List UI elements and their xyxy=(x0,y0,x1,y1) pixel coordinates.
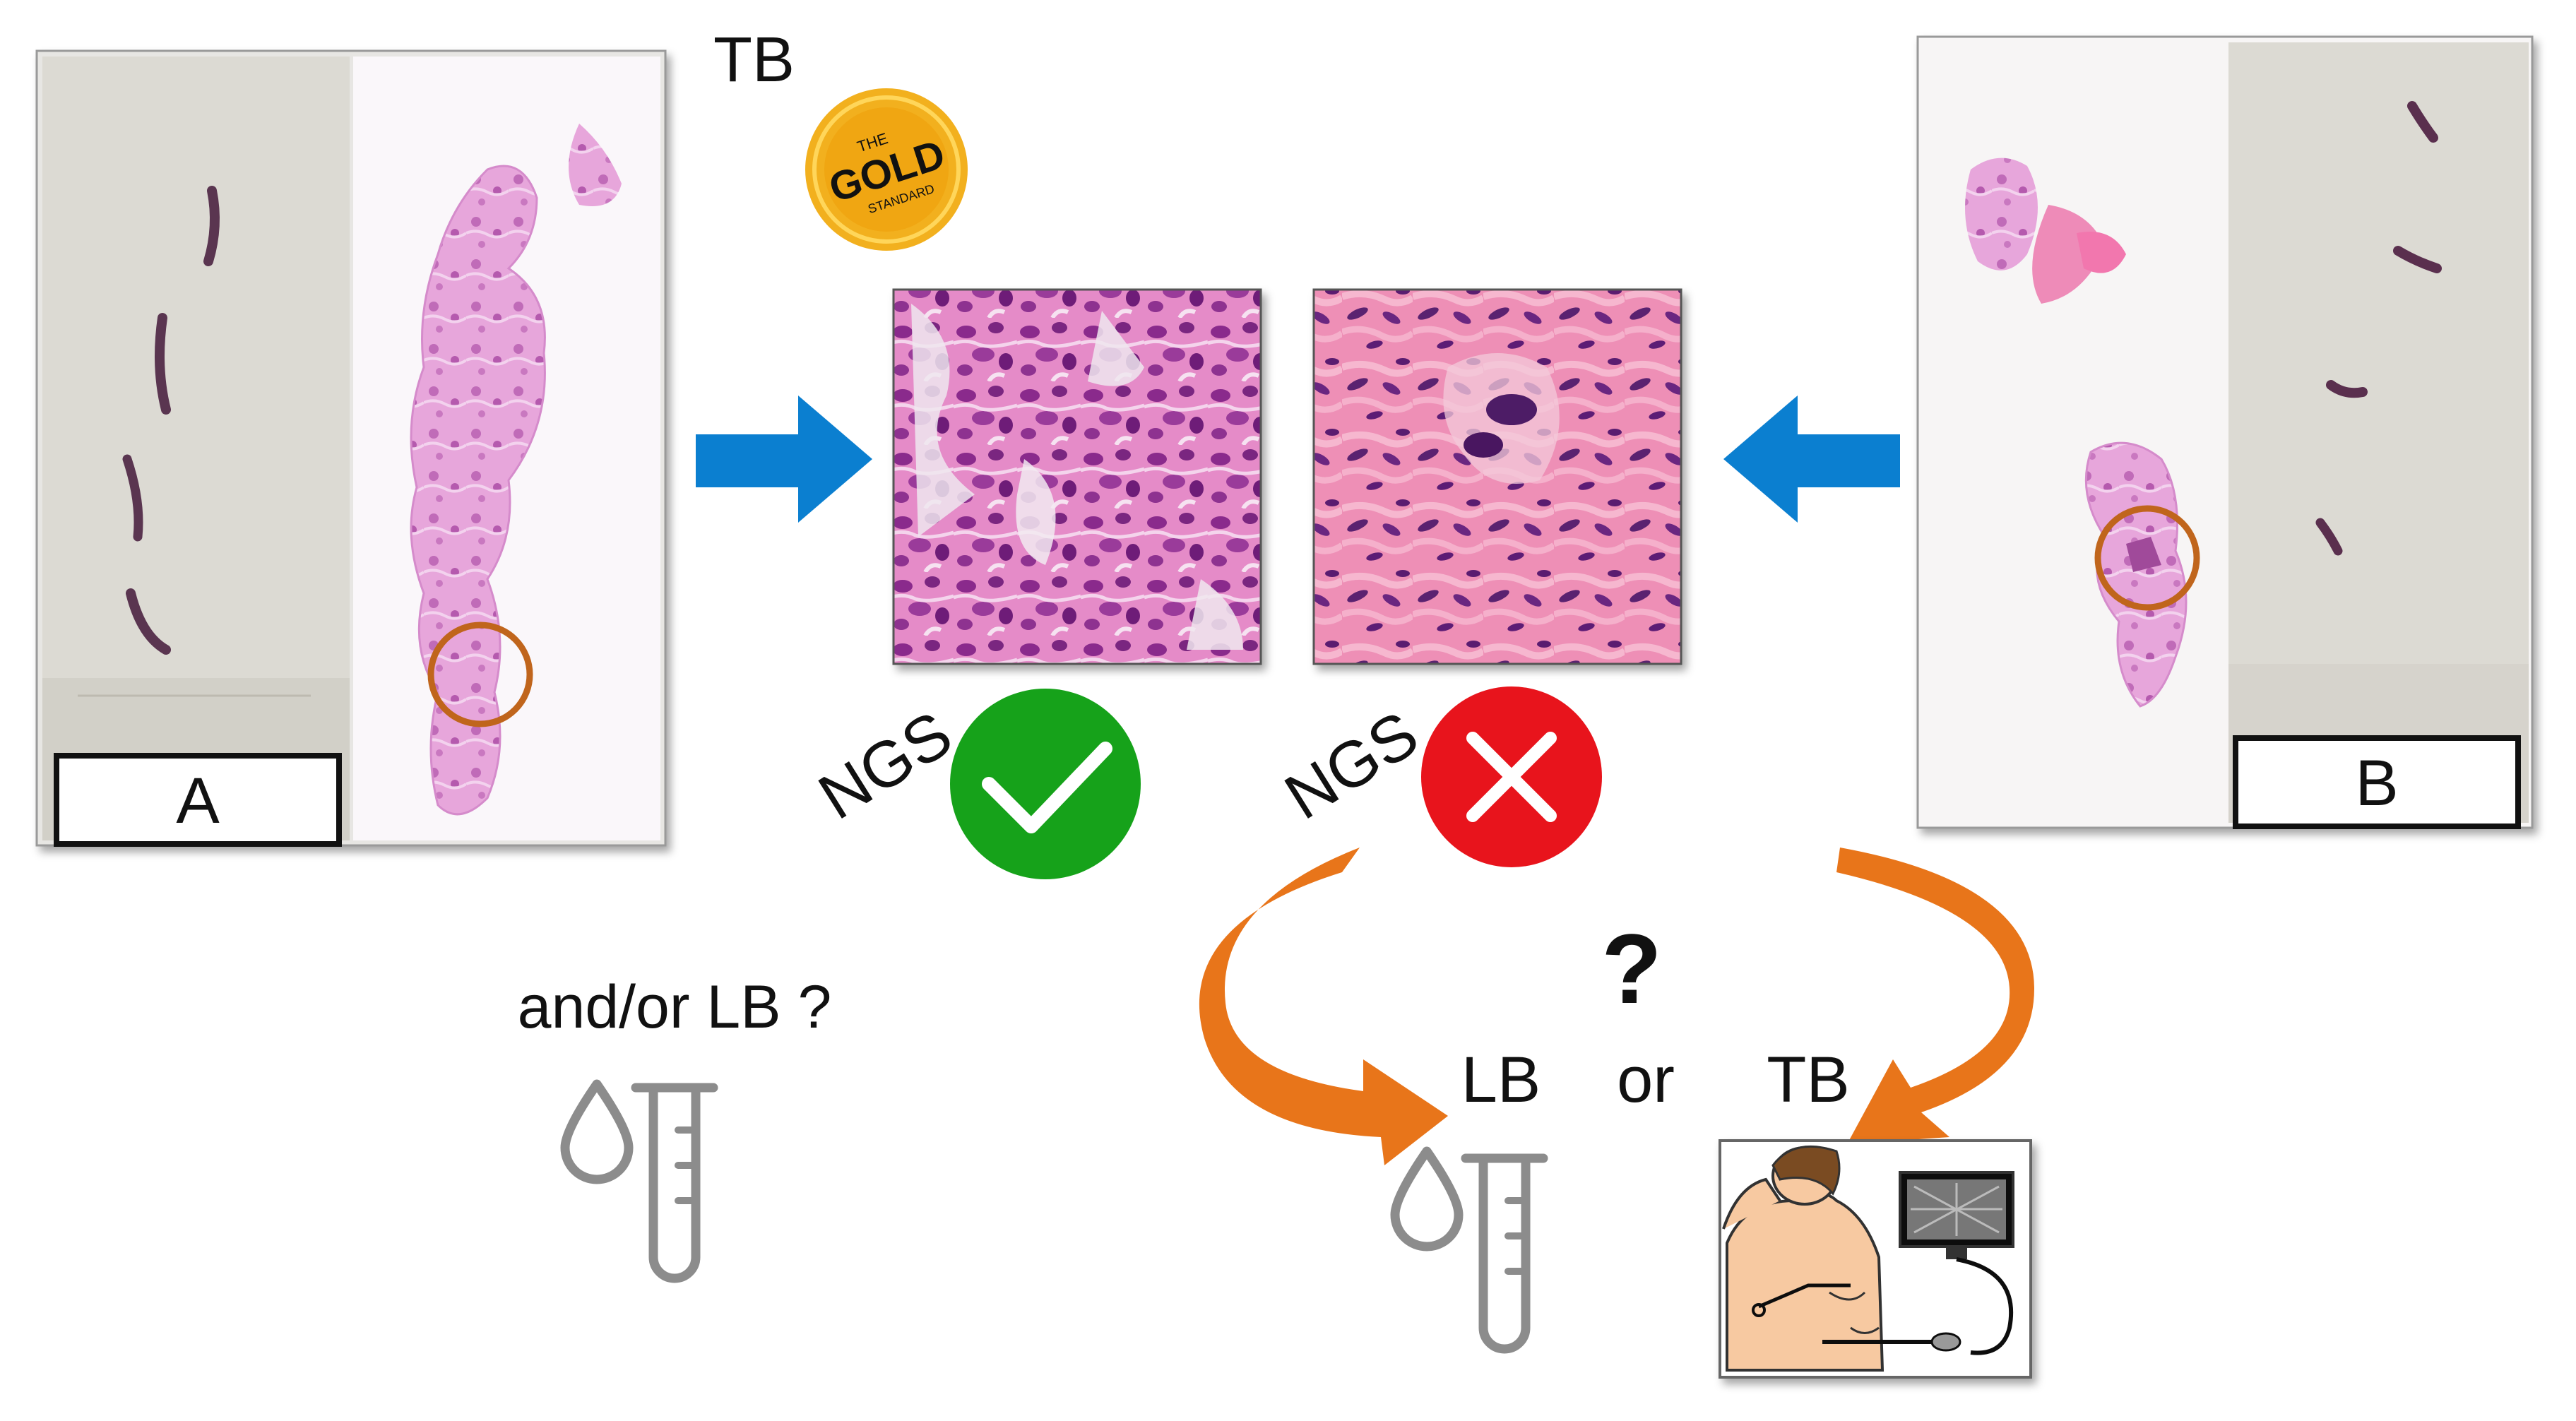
panel-b-label: B xyxy=(2355,747,2398,819)
slide-a-stain-marks xyxy=(78,186,311,697)
tb-top-label: TB xyxy=(713,25,795,95)
histology-image-b xyxy=(1312,288,1682,665)
cross-icon xyxy=(1421,686,1602,867)
blue-arrow-left xyxy=(1723,396,1900,523)
or-label: or xyxy=(1617,1044,1675,1116)
drop-icon-center xyxy=(1390,1146,1464,1251)
ngs-label-left: NGS xyxy=(807,698,964,833)
slide-a-tissue-core xyxy=(410,124,622,816)
test-tube-icon xyxy=(631,1083,718,1283)
tb-option-label: TB xyxy=(1767,1044,1850,1116)
test-tube-icon-center xyxy=(1461,1153,1548,1354)
slide-b-stain-marks xyxy=(2315,101,2442,556)
question-mark: ? xyxy=(1601,913,1662,1024)
biopsy-procedure-icon xyxy=(1719,1139,2032,1379)
lb-option-label: LB xyxy=(1461,1044,1541,1116)
blue-arrow-right xyxy=(696,396,872,523)
region-of-interest-circle-b xyxy=(2094,505,2200,611)
and-or-lb-label: and/or LB ? xyxy=(518,973,832,1041)
ngs-label-right: NGS xyxy=(1273,698,1430,833)
gold-standard-badge-icon: THE GOLD STANDARD xyxy=(805,88,968,251)
panel-a-label-box: A xyxy=(54,753,342,847)
panel-a-label: A xyxy=(176,765,220,837)
orange-curved-arrow-left xyxy=(1199,848,1448,1165)
panel-b-label-box: B xyxy=(2233,735,2521,829)
check-icon xyxy=(950,689,1141,879)
drop-icon xyxy=(560,1079,634,1184)
slide-panel-b xyxy=(1916,35,2534,829)
orange-curved-arrow-right xyxy=(1836,848,2034,1144)
region-of-interest-circle-a xyxy=(427,622,533,727)
histology-image-a xyxy=(892,288,1262,665)
